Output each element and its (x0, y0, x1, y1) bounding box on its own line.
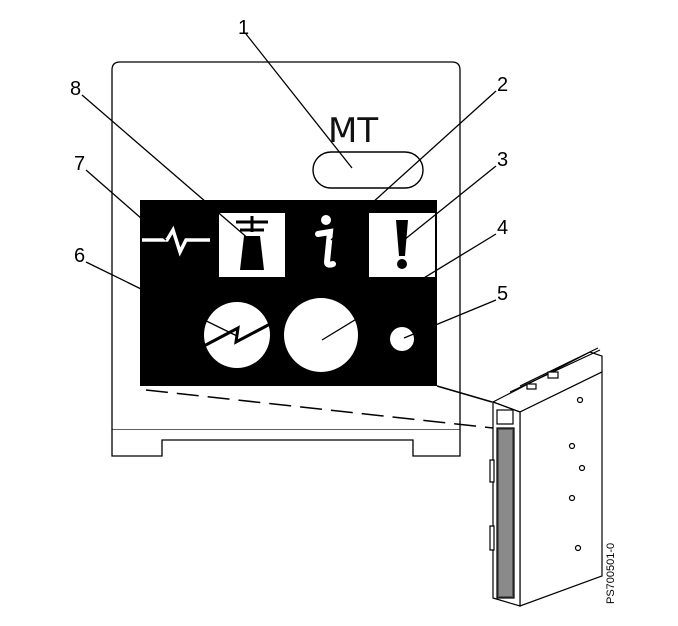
machine-type-tab (312, 151, 424, 189)
callout-6: 6 (74, 245, 85, 267)
projection-lines (145, 385, 494, 429)
callout-8: 8 (70, 78, 81, 100)
part-code: PS700501-0 (605, 543, 617, 604)
power-button (201, 302, 273, 368)
callout-7: 7 (74, 153, 85, 175)
callout-3: 3 (497, 149, 508, 171)
status-led-small (390, 327, 414, 351)
status-led-large (284, 298, 358, 372)
compute-node-illustration (489, 347, 603, 607)
machine-type-label: MT (328, 111, 378, 151)
location-beacon-icon (219, 213, 285, 277)
activity-waveform-icon (142, 225, 210, 257)
callout-1: 1 (238, 17, 249, 39)
callout-2: 2 (497, 74, 508, 96)
leader-lines (81, 33, 497, 341)
callout-4: 4 (497, 217, 508, 239)
information-icon (315, 215, 336, 268)
attention-icon (369, 213, 435, 277)
callout-5: 5 (497, 283, 508, 305)
